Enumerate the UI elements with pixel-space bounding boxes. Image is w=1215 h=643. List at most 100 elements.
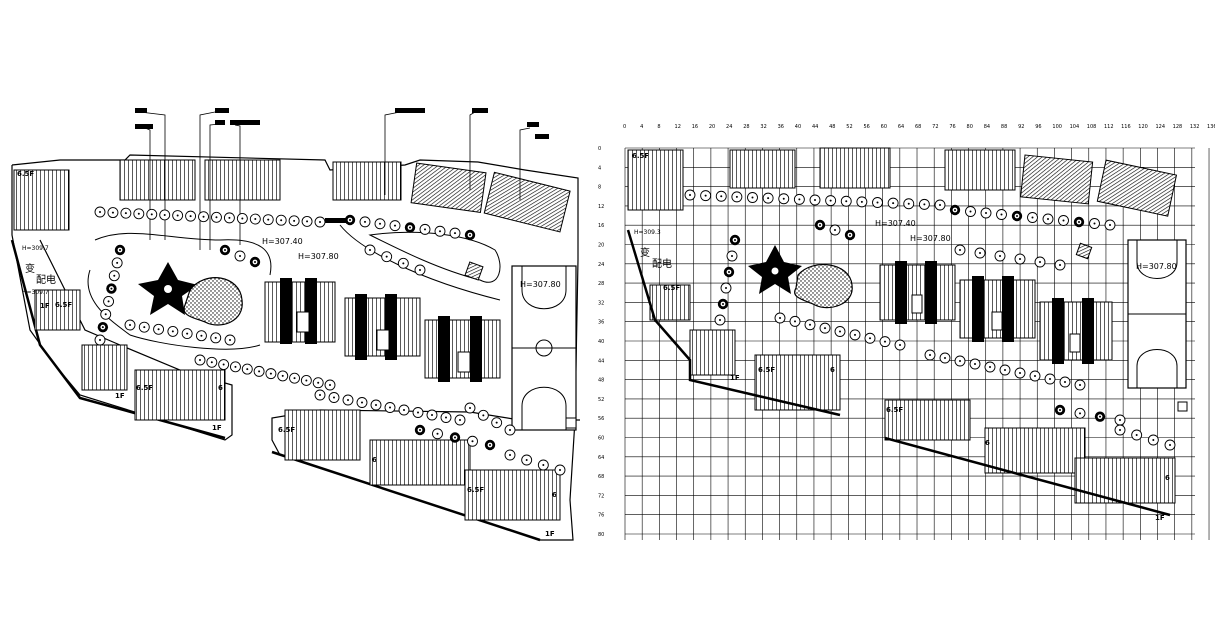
tree-icon: [449, 227, 461, 239]
label-bldg: 1F: [40, 302, 50, 310]
tree-icon: [684, 189, 696, 201]
water-feature: [183, 277, 243, 326]
tree-icon: [809, 194, 821, 206]
building-north-4: [944, 149, 1016, 191]
building-southwest-2: [754, 354, 841, 411]
grid-tick-label: 4: [640, 124, 643, 130]
tree-icon: [265, 368, 277, 380]
grid-tick-label: 88: [1001, 124, 1007, 130]
grid-tick-label: 124: [1155, 124, 1165, 130]
tree-icon: [1027, 212, 1038, 223]
building-northwest: [13, 169, 70, 231]
tree-icon: [300, 374, 312, 386]
building-north-5: [1020, 154, 1094, 205]
tree-icon: [1054, 404, 1066, 416]
tree-icon: [103, 295, 115, 307]
grid-tick-label: 76: [598, 513, 604, 519]
tree-icon: [1054, 259, 1066, 271]
left-site-plan: H=307.80 H=307.40 H=307.80 H=309.7 H=309…: [10, 108, 580, 542]
tree-icon: [762, 192, 774, 204]
label-bldg: 6.5F: [55, 301, 72, 309]
tree-icon: [185, 210, 197, 222]
label-bldg: 6: [830, 366, 835, 374]
tree-icon: [793, 193, 805, 205]
tree-icon: [887, 197, 899, 209]
boundary-wall-south: [884, 436, 1171, 517]
label-bldg: 1F: [115, 392, 125, 400]
grid-tick-label: 24: [598, 262, 604, 268]
label-bldg: 6.5F: [632, 152, 649, 160]
boundary-wall-south: [271, 450, 541, 542]
basketball-court: [511, 265, 577, 431]
boundary-wall-west: [626, 229, 841, 417]
tree-icon: [984, 361, 996, 373]
grid-tick-label: 108: [1087, 124, 1097, 130]
tree-icon: [312, 377, 324, 389]
tree-icon: [133, 208, 145, 220]
tree-icon: [729, 234, 741, 246]
building-south-2: [369, 439, 471, 486]
tree-icon: [464, 402, 476, 414]
tree-icon: [918, 198, 930, 210]
tree-icon: [314, 389, 326, 401]
tree-icon: [328, 392, 340, 403]
grid-tick-label: 136: [1207, 124, 1215, 130]
tree-icon: [344, 214, 356, 226]
tree-icon: [1011, 210, 1023, 222]
grid-tick-label: 24: [726, 124, 732, 130]
tree-icon: [774, 312, 786, 324]
tree-icon: [894, 339, 906, 351]
building-north-6: [1096, 159, 1178, 217]
tree-icon: [467, 435, 478, 447]
tree-icon: [903, 198, 915, 210]
tree-icon: [398, 404, 410, 416]
building-south-3: [1074, 457, 1176, 504]
tree-icon: [1089, 218, 1100, 229]
label-elev-west: H=309.3: [634, 229, 661, 236]
tree-icon: [789, 315, 801, 327]
label-substation-1: 变: [640, 246, 650, 259]
tree-icon: [342, 394, 354, 406]
tree-icon: [107, 207, 119, 219]
grid-tick-label: 8: [598, 185, 601, 191]
plaza-center: [164, 285, 172, 293]
building-south-1: [284, 409, 361, 461]
building-north-2: [204, 159, 281, 201]
tree-icon: [924, 349, 936, 361]
tree-icon: [723, 266, 735, 278]
tree-icon: [146, 208, 158, 220]
tree-icon: [397, 257, 409, 269]
grid-tick-label: 56: [863, 124, 869, 130]
grid-tick-label: 48: [829, 124, 835, 130]
tree-icon: [504, 449, 516, 461]
label-elev-main: H=307.80: [910, 234, 951, 243]
tree-icon: [301, 215, 313, 227]
tree-icon: [747, 192, 758, 203]
building-southwest-1: [81, 344, 128, 391]
garden-path: [87, 224, 501, 350]
tree-icon: [253, 365, 265, 377]
tree-icon: [314, 216, 326, 228]
label-elev-west2: H=309.7: [22, 289, 49, 296]
label-bldg: 6: [985, 439, 990, 447]
label-bldg: 6: [1165, 474, 1170, 482]
grid-tick-label: 60: [881, 124, 887, 130]
tree-icon: [731, 191, 743, 203]
tree-icon: [939, 352, 951, 364]
tree-icon: [364, 244, 376, 256]
tree-icon: [359, 216, 371, 228]
tree-icon: [1073, 216, 1085, 228]
label-bldg: 6: [218, 384, 223, 392]
label-elev-main: H=307.80: [298, 252, 339, 261]
tree-icon: [954, 244, 966, 256]
label-bldg: 6.5F: [278, 426, 295, 434]
tree-icon: [114, 244, 126, 256]
grid-tick-label: 20: [709, 124, 715, 130]
tree-icon: [224, 334, 236, 346]
grid-tick-label: 48: [598, 378, 604, 384]
tree-icon: [1058, 215, 1069, 226]
grid-tick-label: 100: [1052, 124, 1062, 130]
tree-icon: [1074, 379, 1086, 391]
tree-icon: [879, 336, 891, 348]
building-north-3: [819, 147, 891, 189]
